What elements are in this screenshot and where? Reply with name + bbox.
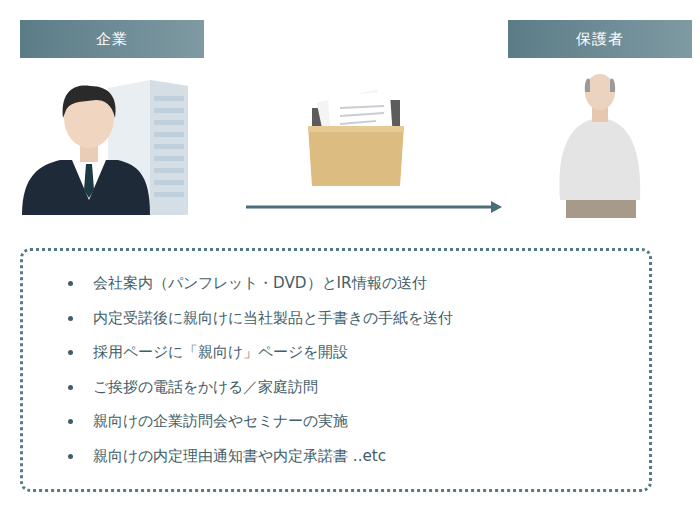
folder-icon xyxy=(308,90,404,186)
businessman xyxy=(22,86,150,215)
actor-panel: 保護者 xyxy=(508,20,692,220)
header-label: 保護者 xyxy=(508,20,692,58)
list-item: 親向けの企業訪問会やセミナーの実施 xyxy=(23,404,649,439)
list-item: 内定受諾後に親向けに当社製品と手書きの手紙を送付 xyxy=(23,301,649,336)
list-item: ご挨拶の電話をかける／家庭訪問 xyxy=(23,370,649,405)
parent-figure xyxy=(559,74,640,218)
list-item: 親向けの内定理由通知書や内定承諾書 ..etc xyxy=(23,439,649,474)
list-box: 会社案内（パンフレット・DVD）とIR情報の送付内定受諾後に親向けに当社製品と手… xyxy=(20,248,652,492)
header-label: 企業 xyxy=(20,20,204,58)
actor-panel: 企業 xyxy=(20,20,204,220)
list-item: 会社案内（パンフレット・DVD）とIR情報の送付 xyxy=(23,266,649,301)
flow-arrow xyxy=(246,201,502,213)
list-item: 採用ページに「親向け」ページを開設 xyxy=(23,335,649,370)
